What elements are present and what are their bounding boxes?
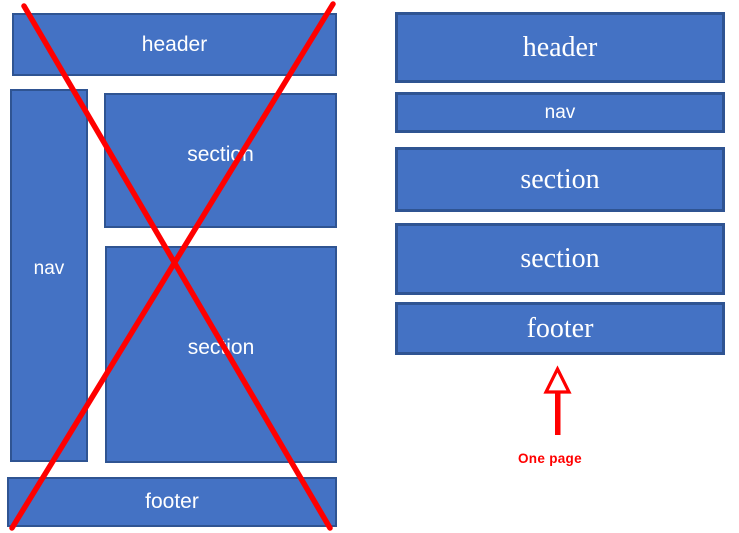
right-nav-box: nav <box>395 92 725 133</box>
right-section-box-1: section <box>395 147 725 212</box>
left-section-box-2: section <box>105 246 337 463</box>
left-header-label: header <box>141 32 208 56</box>
right-section-box-2: section <box>395 223 725 295</box>
right-header-box: header <box>395 12 725 83</box>
left-section-box-1: section <box>104 93 337 228</box>
left-section-label-2: section <box>187 335 255 359</box>
right-nav-label: nav <box>544 101 576 123</box>
left-header-box: header <box>12 13 337 76</box>
left-nav-label: nav <box>33 257 65 279</box>
left-section-label-1: section <box>187 142 254 166</box>
left-footer-label: footer <box>145 490 199 513</box>
right-header-label: header <box>522 31 598 63</box>
one-page-label: One page <box>518 451 582 466</box>
right-footer-label: footer <box>526 312 594 344</box>
left-footer-box: footer <box>7 477 337 527</box>
right-section-label-1: section <box>520 163 600 195</box>
left-nav-box: nav <box>10 89 88 462</box>
right-section-label-2: section <box>520 243 600 274</box>
right-footer-box: footer <box>395 302 725 355</box>
arrow-up-icon <box>543 365 572 435</box>
